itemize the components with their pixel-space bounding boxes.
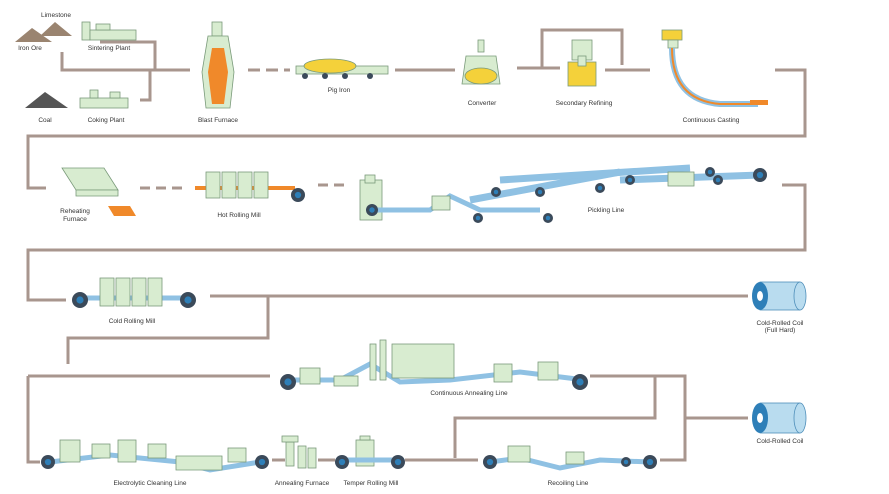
label-recoiling-line: Recoiling Line bbox=[547, 480, 589, 487]
roll-core bbox=[493, 189, 499, 195]
label-cold-rolled-coil-full-hard-1: Cold-Rolled Coil bbox=[756, 320, 804, 327]
reheating-furnace bbox=[61, 167, 136, 216]
flow-line-down-to-cal bbox=[66, 296, 270, 364]
mill-stand bbox=[131, 277, 147, 307]
label-cold-rolling-mill: Cold Rolling Mill bbox=[108, 318, 156, 325]
flow-line-ref-loop bbox=[540, 28, 624, 68]
mill-stand bbox=[205, 171, 221, 199]
hot-rolling-mill bbox=[195, 171, 305, 202]
pickling-line bbox=[359, 164, 761, 221]
label-pickling-line: Pickling Line bbox=[587, 207, 625, 214]
electrolytic-cleaning-line bbox=[49, 439, 261, 473]
roll-core bbox=[369, 207, 375, 213]
flow-line-pickling-exit bbox=[26, 183, 807, 302]
cold-rolling-mill bbox=[72, 277, 196, 308]
flow-line-left-drop bbox=[26, 376, 40, 464]
label-pig-iron: Pig Iron bbox=[327, 87, 351, 94]
label-coking-plant: Coking Plant bbox=[87, 117, 125, 124]
continuous-annealing-line bbox=[285, 339, 586, 387]
recoiling-line bbox=[489, 445, 651, 471]
continuous-casting-machine bbox=[661, 29, 768, 107]
roll-core bbox=[44, 458, 52, 466]
roll-core bbox=[76, 296, 84, 304]
label-annealing-furnace: Annealing Furnace bbox=[274, 480, 330, 487]
label-cold-rolled-coil-full-hard-2: (Full Hard) bbox=[764, 327, 796, 334]
roll-core bbox=[646, 458, 654, 466]
roll-core bbox=[756, 171, 764, 179]
roll-core bbox=[486, 458, 494, 466]
label-reheating-furnace-1: Reheating bbox=[60, 208, 90, 215]
label-temper-rolling-mill: Temper Rolling Mill bbox=[343, 480, 399, 487]
iron-ore-pile bbox=[15, 28, 52, 42]
coil-full-hard bbox=[752, 281, 807, 311]
flow-line-cal-branch bbox=[453, 376, 657, 458]
flow-line-cal-exit bbox=[590, 374, 748, 420]
label-continuous-annealing-line: Continuous Annealing Line bbox=[430, 390, 508, 397]
mill-stand bbox=[221, 171, 237, 199]
roll-core bbox=[294, 191, 302, 199]
label-sintering-plant: Sintering Plant bbox=[87, 45, 131, 52]
roll-core bbox=[475, 215, 481, 221]
roll-core bbox=[394, 458, 402, 466]
blast-furnace bbox=[201, 21, 235, 109]
row5-rolls bbox=[41, 455, 657, 469]
roll-core bbox=[623, 459, 629, 465]
coking-plant bbox=[79, 89, 129, 109]
roll-core bbox=[597, 185, 603, 191]
converter bbox=[461, 39, 501, 85]
roll-core bbox=[576, 378, 584, 386]
label-iron-ore: Iron Ore bbox=[18, 45, 42, 52]
label-hot-rolling-mill: Hot Rolling Mill bbox=[217, 212, 261, 219]
roll-core bbox=[707, 169, 713, 175]
flow-line-top-bracket bbox=[100, 40, 157, 70]
label-blast-furnace: Blast Furnace bbox=[197, 117, 239, 124]
flow-line-recoil-exit bbox=[660, 418, 687, 462]
mill-stand bbox=[147, 277, 163, 307]
label-secondary-refining: Secondary Refining bbox=[555, 100, 613, 107]
secondary-refining bbox=[567, 39, 597, 87]
roll-core bbox=[338, 458, 346, 466]
annealing-furnace bbox=[281, 435, 317, 469]
mill-stand bbox=[99, 277, 115, 307]
mill-stand bbox=[253, 171, 269, 199]
label-reheating-furnace-2: Furnace bbox=[63, 216, 87, 223]
label-limestone: Limestone bbox=[41, 12, 71, 19]
label-continuous-casting: Continuous Casting bbox=[682, 117, 740, 124]
flow-lines bbox=[26, 28, 807, 464]
mill-stand bbox=[115, 277, 131, 307]
flow-line-cast-exit bbox=[26, 68, 807, 190]
pickling-rolls bbox=[366, 167, 767, 223]
coil-final bbox=[752, 402, 807, 434]
limestone-pile bbox=[40, 22, 72, 36]
label-coal: Coal bbox=[38, 117, 52, 124]
roll-core bbox=[184, 296, 192, 304]
sintering-plant bbox=[81, 21, 137, 41]
label-cold-rolled-coil: Cold-Rolled Coil bbox=[756, 438, 804, 445]
roll-core bbox=[284, 378, 292, 386]
roll-core bbox=[545, 215, 551, 221]
pig-iron-car bbox=[295, 58, 389, 79]
roll-core bbox=[627, 177, 633, 183]
roll-core bbox=[715, 177, 721, 183]
label-electrolytic-cleaning-line: Electrolytic Cleaning Line bbox=[113, 480, 187, 487]
mill-stand bbox=[237, 171, 253, 199]
flow-line-sinter bbox=[60, 52, 190, 72]
flow-line-coke bbox=[140, 70, 152, 102]
cal-rolls bbox=[280, 374, 588, 390]
label-converter: Converter bbox=[467, 100, 497, 107]
coal-pile bbox=[25, 92, 68, 108]
roll-core bbox=[258, 458, 266, 466]
roll-core bbox=[537, 189, 543, 195]
